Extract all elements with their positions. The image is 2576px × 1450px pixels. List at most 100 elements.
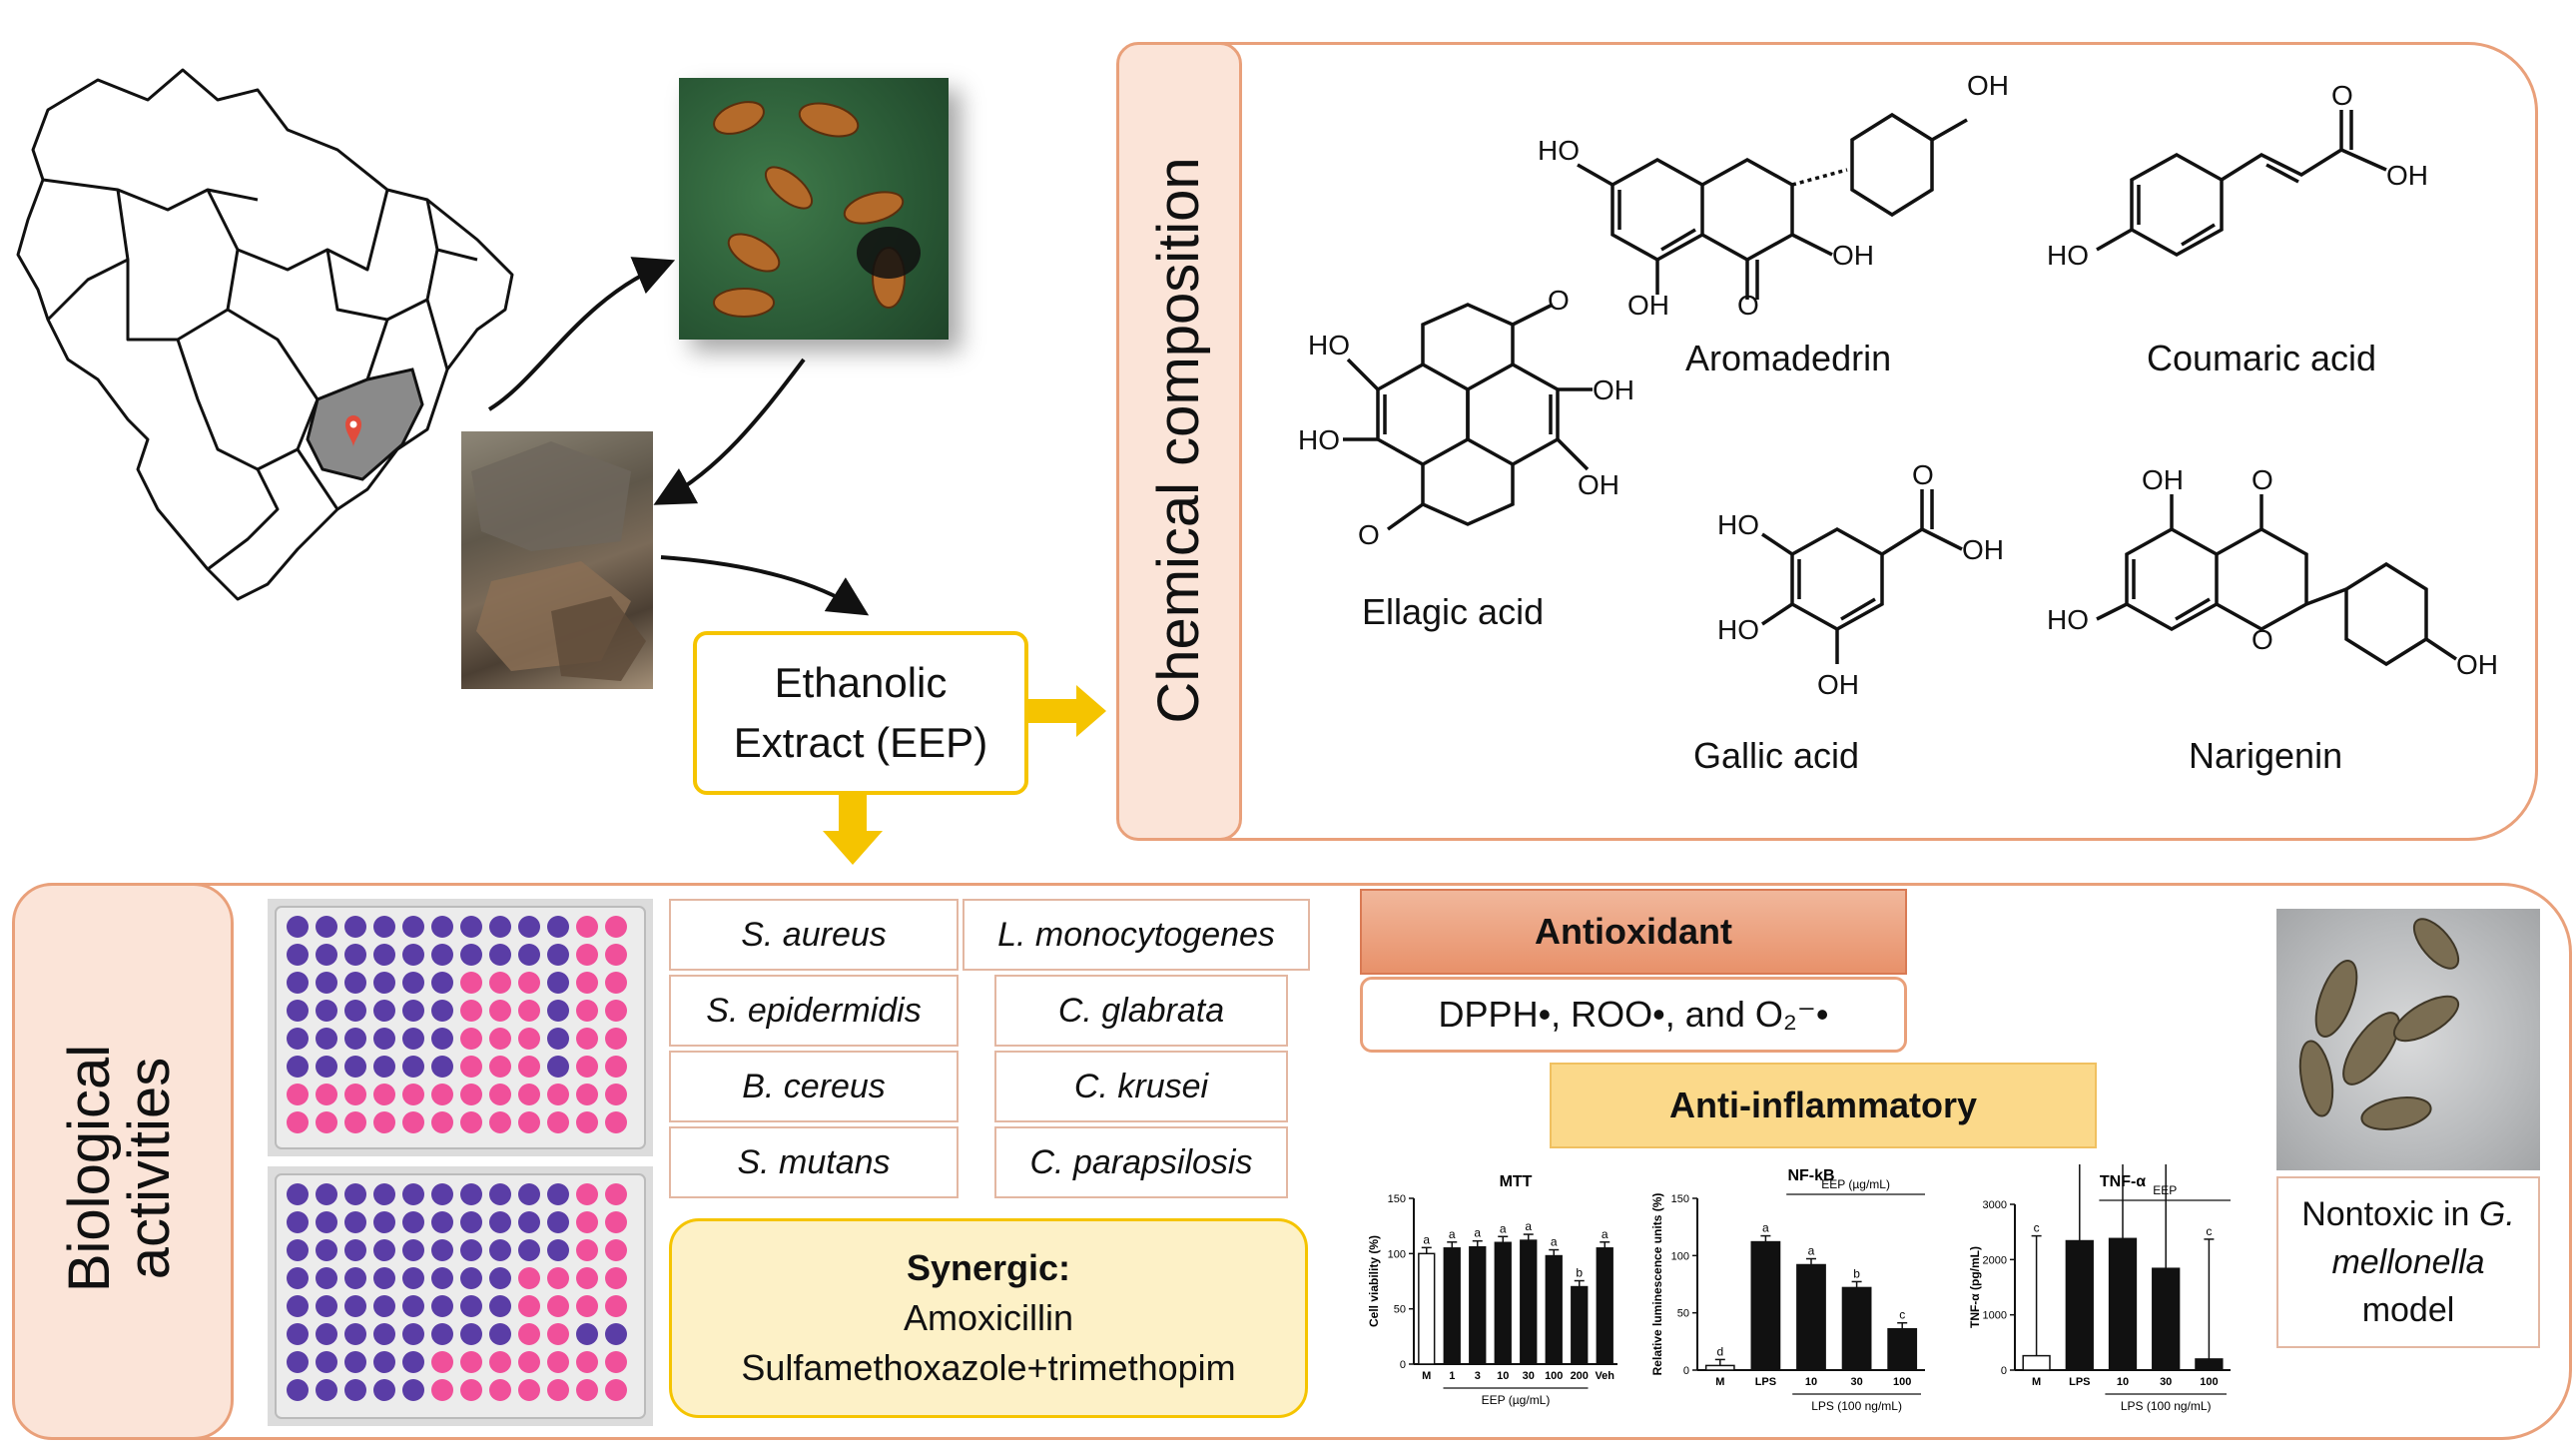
well <box>518 1239 540 1261</box>
well <box>344 1239 366 1261</box>
well <box>431 1211 453 1233</box>
well <box>605 1056 627 1078</box>
organism-box: S. epidermidis <box>669 975 959 1047</box>
well <box>489 1056 511 1078</box>
location-pin-icon <box>345 415 361 447</box>
well <box>460 1239 482 1261</box>
brazil-map <box>16 68 514 601</box>
well <box>287 1239 309 1261</box>
well <box>576 1239 598 1261</box>
well <box>431 1056 453 1078</box>
svg-text:HO: HO <box>2047 604 2089 635</box>
well <box>344 1084 366 1105</box>
well <box>576 1379 598 1401</box>
well <box>460 1084 482 1105</box>
well <box>344 972 366 994</box>
well <box>344 1000 366 1022</box>
extract-line-2: Extract (EEP) <box>733 719 988 766</box>
organism-box: S. mutans <box>669 1126 959 1198</box>
well <box>489 1267 511 1289</box>
significance-letter: a <box>1551 1235 1558 1249</box>
well <box>489 1084 511 1105</box>
well <box>316 944 337 966</box>
gold-arrow-down <box>823 794 883 865</box>
x-tick-label: 100 <box>1893 1376 1911 1388</box>
well <box>547 1056 569 1078</box>
well <box>344 1056 366 1078</box>
well <box>460 944 482 966</box>
propolis-photo <box>461 431 653 689</box>
ellagic-acid-structure <box>1343 303 1593 531</box>
well <box>373 1351 395 1373</box>
well <box>576 916 598 938</box>
bar <box>2022 1354 2051 1371</box>
well <box>518 1211 540 1233</box>
well <box>373 1000 395 1022</box>
y-tick-label: 0 <box>1400 1359 1406 1371</box>
well <box>344 1379 366 1401</box>
organism-box: L. monocytogenes <box>963 899 1310 971</box>
well <box>547 944 569 966</box>
well <box>344 1267 366 1289</box>
x-tick-label: M <box>1715 1376 1724 1388</box>
chart-title: NF-kB <box>1787 1167 1834 1184</box>
x-tick-label: 100 <box>1545 1370 1563 1382</box>
well <box>547 1295 569 1317</box>
y-tick-label: 50 <box>1677 1308 1689 1320</box>
bar <box>1520 1239 1538 1365</box>
significance-letter: c <box>1899 1308 1905 1322</box>
well <box>518 1056 540 1078</box>
well <box>316 916 337 938</box>
well <box>605 1084 627 1105</box>
svg-text:HO: HO <box>1298 424 1340 455</box>
antioxidant-header: Antioxidant <box>1360 889 1907 975</box>
synergic-box: Synergic: Amoxicillin Sulfamethoxazole+t… <box>669 1218 1308 1418</box>
svg-text:O: O <box>2252 464 2273 495</box>
well <box>287 1000 309 1022</box>
compound-name: Gallic acid <box>1693 735 1860 776</box>
well <box>576 1183 598 1205</box>
well <box>605 1111 627 1133</box>
well <box>489 1028 511 1050</box>
well <box>431 972 453 994</box>
well <box>605 1351 627 1373</box>
bar <box>1796 1263 1826 1371</box>
chemical-composition-tab <box>1116 42 1242 841</box>
bees-photo <box>679 78 949 340</box>
x-tick-label: 10 <box>1497 1370 1509 1382</box>
well <box>460 1323 482 1345</box>
well <box>316 1351 337 1373</box>
bar <box>1887 1327 1918 1371</box>
well <box>373 1295 395 1317</box>
well <box>518 1028 540 1050</box>
well <box>287 1056 309 1078</box>
x-axis-label: LPS (100 ng/mL) <box>2121 1399 2212 1413</box>
well <box>460 1267 482 1289</box>
aromadedrin-structure <box>1577 112 1968 300</box>
well <box>576 1351 598 1373</box>
bar <box>1750 1240 1781 1371</box>
well <box>373 1056 395 1078</box>
well <box>344 1211 366 1233</box>
synergic-drug-2: Sulfamethoxazole+trimethopim <box>741 1347 1236 1388</box>
well <box>547 1211 569 1233</box>
bar <box>1841 1286 1872 1371</box>
bar <box>1443 1247 1461 1365</box>
well <box>547 916 569 938</box>
well <box>576 1211 598 1233</box>
nontoxic-box: Nontoxic in G. mellonella model <box>2276 1176 2540 1348</box>
y-tick-label: 50 <box>1394 1304 1406 1316</box>
gallic-acid-structure <box>1761 489 1963 664</box>
well <box>287 1028 309 1050</box>
well-plate-top <box>268 899 653 1156</box>
well <box>489 1000 511 1022</box>
svg-text:HO: HO <box>1308 330 1350 361</box>
x-tick-label: Veh <box>1595 1370 1614 1382</box>
antioxidant-species: DPPH•, ROO•, and O₂⁻• <box>1360 977 1907 1053</box>
well <box>431 1111 453 1133</box>
well <box>373 944 395 966</box>
well <box>547 1323 569 1345</box>
well <box>431 1351 453 1373</box>
x-tick-label: 30 <box>1523 1370 1535 1382</box>
